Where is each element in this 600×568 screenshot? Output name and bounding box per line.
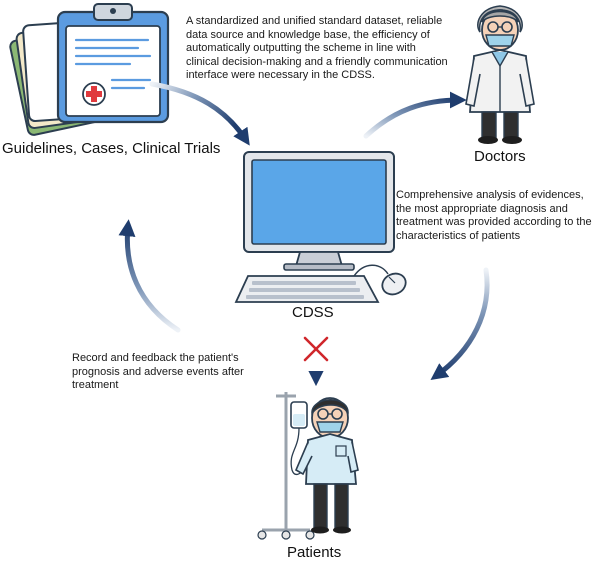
note-decision-support: Comprehensive analysis of evidences, the… — [396, 189, 592, 242]
doctor-icon — [465, 5, 535, 144]
clipboard-documents-icon — [9, 3, 170, 136]
patient-iv-icon — [257, 392, 359, 540]
blocked-x-icon — [303, 336, 329, 362]
label-cdss: CDSS — [292, 304, 334, 321]
arrow-patients-to-sources — [118, 219, 181, 333]
label-patients: Patients — [287, 544, 342, 561]
label-sources: Guidelines, Cases, Clinical Trials — [2, 140, 221, 157]
arrow-doctors-to-patients — [430, 267, 490, 380]
arrow-cdss-to-doctors — [363, 91, 467, 139]
arrow-sources-to-cdss — [149, 81, 250, 146]
note-cdss-requirements: A standardized and unified standard data… — [186, 15, 448, 81]
note-patient-feedback: Record and feedback the patient's progno… — [72, 352, 244, 391]
label-doctors: Doctors — [474, 148, 526, 165]
computer-icon — [234, 151, 407, 303]
